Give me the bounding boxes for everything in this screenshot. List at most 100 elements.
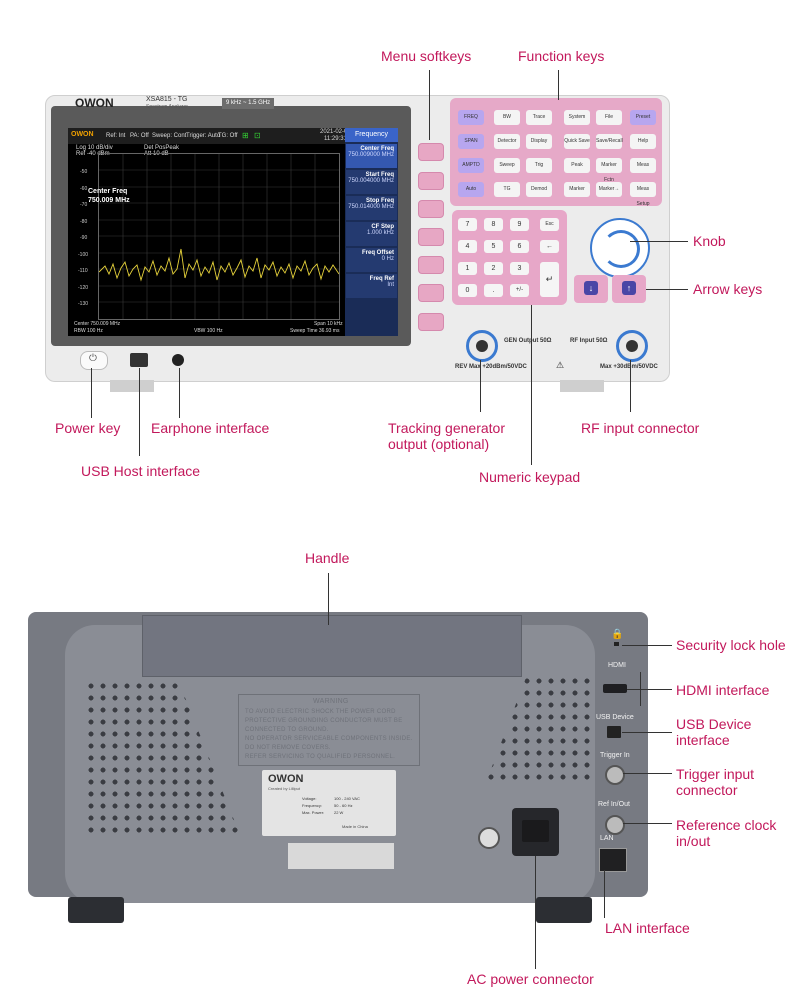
- quick-save-key[interactable]: Quick Save: [564, 134, 590, 149]
- softkey-5[interactable]: [418, 256, 444, 274]
- menu-item-cf-step[interactable]: CF Step 1.000 kHz: [346, 222, 397, 246]
- power-button[interactable]: ⏻: [80, 351, 108, 370]
- detector-key[interactable]: Detector: [494, 134, 520, 149]
- menu-item-stop-freq[interactable]: Stop Freq 750.014000 MHz: [346, 196, 397, 220]
- rev-max-label: REV Max +20dBm/50VDC: [455, 364, 527, 370]
- softkey-2[interactable]: [418, 172, 444, 190]
- max-input-label: Max +30dBm/50VDC: [600, 364, 658, 370]
- key-8[interactable]: 8: [484, 218, 503, 231]
- menu-item-center-freq[interactable]: Center Freq 750.009000 MHz: [346, 144, 397, 168]
- callout-lan-interface: LAN interface: [605, 920, 690, 936]
- lan-port[interactable]: [599, 848, 627, 872]
- key-5[interactable]: 5: [484, 240, 503, 253]
- peak-key[interactable]: Peak: [564, 158, 590, 173]
- menu-item-start-freq[interactable]: Start Freq 750.004000 MHz: [346, 170, 397, 194]
- gen-output-connector[interactable]: [466, 330, 498, 362]
- softkey-6[interactable]: [418, 284, 444, 302]
- callout-line: [623, 823, 672, 824]
- help-key[interactable]: Help: [630, 134, 656, 149]
- preset-key[interactable]: Preset: [630, 110, 656, 125]
- trace-key[interactable]: Trace: [526, 110, 552, 125]
- trigger-in-connector[interactable]: [605, 765, 625, 785]
- earphone-jack[interactable]: [172, 354, 184, 366]
- menu-item-freq-offset[interactable]: Freq Offset 0 Hz: [346, 248, 397, 272]
- trigger-in-port-label: Trigger In: [600, 752, 630, 759]
- menu-item-name: Freq Ref: [369, 276, 394, 282]
- freq-key[interactable]: FREQ: [458, 110, 484, 125]
- hdmi-port[interactable]: [603, 684, 627, 693]
- rbw-readout: RBW 100 Hz: [74, 328, 103, 334]
- function-keys-panel: FREQ BW Trace SPAN Detector Display AMPT…: [450, 98, 662, 207]
- menu-item-value: 750.014000 MHz: [348, 204, 394, 210]
- usb-device-port-label: USB Device: [596, 714, 634, 721]
- ac-power-inlet[interactable]: [512, 808, 559, 856]
- softkey-7[interactable]: [418, 313, 444, 331]
- callout-usb-device-line2: interface: [676, 732, 730, 748]
- key-7[interactable]: 7: [458, 218, 477, 231]
- time-readout: 11:29:31: [324, 136, 347, 142]
- callout-tracking-generator: Tracking generator output (optional): [388, 420, 505, 452]
- softkey-3[interactable]: [418, 200, 444, 218]
- callout-tracking-generator-line1: Tracking generator: [388, 420, 505, 436]
- rotary-knob[interactable]: [590, 218, 650, 278]
- callout-usb-host-interface: USB Host interface: [81, 463, 201, 479]
- sweep-key[interactable]: Sweep: [494, 158, 520, 173]
- key-0[interactable]: 0: [458, 284, 477, 297]
- key-esc[interactable]: Esc: [540, 218, 559, 231]
- system-key[interactable]: System: [564, 110, 590, 125]
- key-1[interactable]: 1: [458, 262, 477, 275]
- carry-handle[interactable]: [142, 615, 522, 677]
- amptd-key[interactable]: AMPTD: [458, 158, 484, 173]
- menu-item-value: 0 Hz: [381, 256, 394, 262]
- usb-host-port[interactable]: [130, 353, 148, 367]
- key-4[interactable]: 4: [458, 240, 477, 253]
- power-value: 22 W: [334, 810, 344, 815]
- meas-key[interactable]: Meas: [630, 158, 656, 173]
- key-2[interactable]: 2: [484, 262, 503, 275]
- marker-key[interactable]: Marker: [564, 182, 590, 197]
- enter-key[interactable]: ↵: [540, 262, 559, 297]
- display-key[interactable]: Display: [526, 134, 552, 149]
- voltage-value: 100 - 240 VAC: [334, 796, 360, 801]
- ref-in-out-connector[interactable]: [605, 815, 625, 835]
- key-backspace[interactable]: ←: [540, 240, 559, 253]
- callout-reference-clock-line1: Reference clock: [676, 817, 777, 833]
- arrow-down-key[interactable]: ↓: [574, 275, 608, 303]
- callout-line: [91, 368, 92, 418]
- softkey-4[interactable]: [418, 228, 444, 246]
- status-bar: OWON Ref: Int PA: Off Sweep: Cont Trigge…: [68, 128, 398, 144]
- marker-to-key[interactable]: Marker→: [596, 182, 622, 197]
- front-foot-left: [110, 380, 154, 392]
- security-lock-hole[interactable]: [614, 642, 619, 646]
- key-plus-minus[interactable]: +/-: [510, 284, 529, 297]
- ref-level: Ref -40 dBm: [76, 151, 110, 157]
- y-tick: -100: [78, 252, 89, 258]
- key-dot[interactable]: .: [484, 284, 503, 297]
- callout-line: [604, 870, 605, 918]
- marker-fctn-key[interactable]: Marker Fctn: [596, 158, 622, 183]
- owon-screen-logo: OWON: [71, 131, 94, 138]
- rf-input-connector[interactable]: [616, 330, 648, 362]
- callout-trigger-input-connector: Trigger input connector: [676, 766, 754, 798]
- key-6[interactable]: 6: [510, 240, 529, 253]
- spectrum-plot: [98, 153, 340, 320]
- usb-device-port[interactable]: [607, 726, 621, 738]
- tg-key[interactable]: TG: [494, 182, 520, 197]
- file-key[interactable]: File: [596, 110, 622, 125]
- bw-key[interactable]: BW: [494, 110, 520, 125]
- span-key[interactable]: SPAN: [458, 134, 484, 149]
- warning-title: WARNING: [313, 698, 349, 705]
- softkey-1[interactable]: [418, 143, 444, 161]
- frequency-label: Frequency:: [302, 803, 323, 808]
- auto-key[interactable]: Auto: [458, 182, 484, 197]
- menu-item-freq-ref[interactable]: Freq Ref Int: [346, 274, 397, 298]
- save-recall-key[interactable]: Save/Recall: [596, 134, 623, 149]
- menu-item-name: Start Freq: [365, 172, 394, 178]
- meas-setup-key[interactable]: Meas Setup: [630, 182, 656, 207]
- trig-key[interactable]: Trig: [526, 158, 552, 173]
- key-3[interactable]: 3: [510, 262, 529, 275]
- key-9[interactable]: 9: [510, 218, 529, 231]
- rating-label: OWON Created by Lilliput Voltage: 100 - …: [262, 770, 396, 836]
- arrow-up-key[interactable]: ↑: [612, 275, 646, 303]
- demod-key[interactable]: Demod: [526, 182, 552, 197]
